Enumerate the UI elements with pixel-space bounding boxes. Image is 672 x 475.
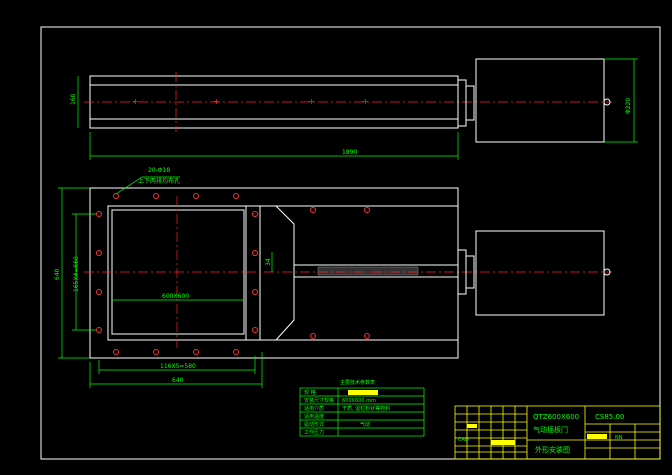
bolt-note: 上下两排均布孔 (138, 177, 180, 185)
params-label: 安装尺寸规格 (304, 397, 334, 404)
title-frame (454, 405, 661, 460)
bolt-hole (153, 193, 159, 199)
plan-cylinder (475, 230, 605, 316)
title-fill (587, 434, 607, 439)
params-table: 主要技术参数表 规 格 安装尺寸规格 600X600 mm 适用介质 干质, 湿… (299, 379, 425, 437)
title-code: CS85.00 (595, 413, 624, 421)
dim-plan-bolt-h: 116X5=580 (160, 363, 196, 370)
side-cylinder (475, 58, 605, 143)
bolt-hole (193, 349, 199, 355)
params-label: 规 格 (304, 389, 316, 396)
bolt-hole (310, 333, 316, 339)
params-value: 600X600 mm (342, 398, 376, 404)
params-label: 适用温度 (304, 413, 324, 420)
plan-flange-2 (465, 255, 475, 289)
bolt-hole (96, 289, 102, 295)
params-value: 气动 (360, 421, 370, 428)
bolt-hole (252, 211, 258, 217)
bolt-hole (252, 289, 258, 295)
bolt-hole (310, 207, 316, 213)
params-label: 适用介质 (304, 405, 324, 412)
title-scale: NN (615, 435, 623, 441)
plan-frame-outer (107, 205, 261, 341)
plan-pivot (603, 268, 611, 276)
params-title: 主要技术参数表 (340, 379, 375, 386)
side-flange-2 (465, 85, 475, 121)
bolt-hole (233, 349, 239, 355)
bolt-hole (96, 250, 102, 256)
dim-plan-bolt-v: 165X4=660 (73, 256, 80, 292)
bolt-hole (364, 207, 370, 213)
bolt-holes (96, 193, 370, 355)
bolt-hole (193, 193, 199, 199)
params-label: 驱动形式 (304, 421, 324, 428)
dim-side-height: 160 (70, 93, 77, 105)
dim-plan-height: 640 (54, 268, 61, 280)
params-highlight (348, 390, 378, 395)
bolt-hole (252, 327, 258, 333)
side-view: + + + + 1890 160 Φ220 (70, 58, 638, 160)
side-mark: + (213, 97, 220, 106)
dim-side-length: 1890 (342, 149, 357, 156)
bolt-hole (113, 349, 119, 355)
sheet-frame (40, 26, 661, 460)
leader-line (115, 176, 143, 195)
title-cad: CAD (458, 437, 469, 443)
side-flange (457, 79, 467, 127)
bolt-hole (96, 327, 102, 333)
dim-gap: 34 (265, 258, 272, 266)
bolt-hole (96, 211, 102, 217)
bolt-hole (153, 349, 159, 355)
title-fill (467, 424, 477, 428)
side-pivot (603, 98, 611, 106)
title-block: CAD QTZ600X600 气动插板门 外形安装图 CS85.00 NN (454, 405, 661, 460)
gate-plate (259, 205, 295, 341)
rod-hatch (317, 266, 419, 276)
dim-opening: 600X600 (162, 293, 189, 300)
bolt-spec: 20-Φ18 (148, 167, 170, 174)
bolt-hole (252, 250, 258, 256)
dim-plan-width: 640 (172, 377, 184, 384)
side-mark: + (132, 97, 139, 106)
dim-cyl-height: Φ220 (625, 98, 632, 114)
plan-view: 640 165X4=660 600X600 116X5=580 640 34 2… (54, 167, 612, 388)
bolt-hole (113, 193, 119, 199)
side-mark: + (362, 97, 369, 106)
title-name: 气动插板门 (533, 425, 568, 434)
title-drawing: 外形安装图 (535, 445, 570, 454)
params-value: 干质, 湿粒粉状等物料 (342, 405, 390, 412)
title-model: QTZ600X600 (533, 413, 579, 421)
bolt-hole (364, 333, 370, 339)
bolt-hole (233, 193, 239, 199)
title-fill (491, 440, 515, 445)
params-label: 工作压力 (304, 429, 324, 436)
side-mark: + (308, 97, 315, 106)
